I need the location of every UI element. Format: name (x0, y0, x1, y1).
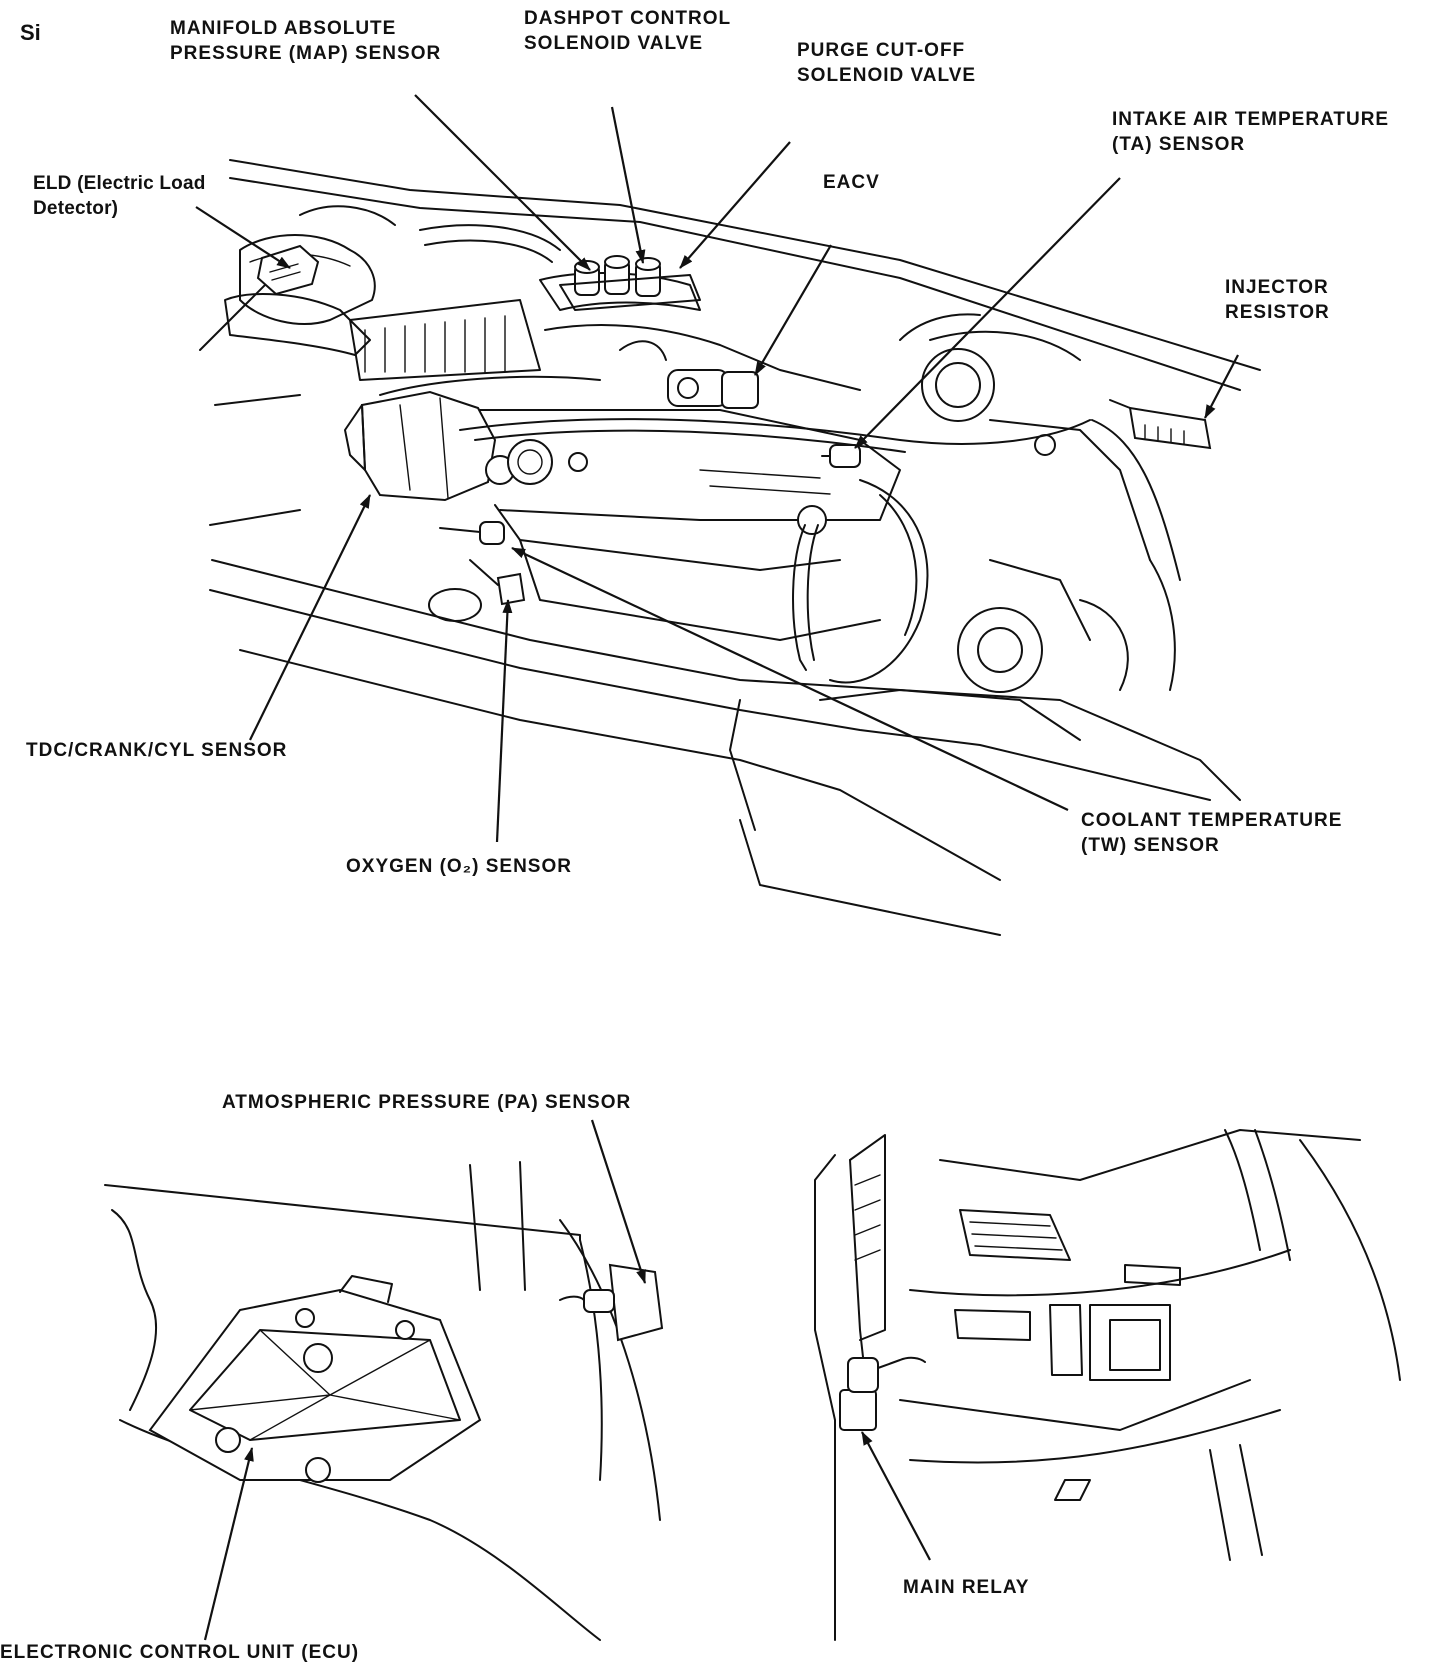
label-injector-resistor-line2: RESISTOR (1225, 302, 1330, 323)
label-dashpot-valve-line2: SOLENOID VALVE (524, 33, 704, 54)
tw-sensor-component (439, 521, 505, 545)
engine-bay-illustration (199, 159, 1261, 936)
main-relay-area-illustration (814, 1129, 1401, 1641)
eacv-component (619, 340, 759, 409)
label-tdc-sensor: TDC/CRANK/CYL SENSOR (26, 740, 288, 761)
label-map-sensor-line2: PRESSURE (MAP) SENSOR (170, 43, 442, 64)
leader-lines (195, 94, 1239, 1641)
label-intake-air-temp: INTAKE AIR TEMPERATURE (TA) SENSOR (1112, 107, 1389, 157)
label-oxygen-sensor: OXYGEN (O₂) SENSOR (346, 856, 572, 877)
label-main-relay: MAIN RELAY (903, 1577, 1030, 1598)
label-purge-valve-line1: PURGE CUT-OFF (797, 40, 966, 61)
label-map-sensor-line1: MANIFOLD ABSOLUTE (170, 18, 397, 39)
label-eacv: EACV (823, 172, 880, 193)
label-map-sensor: MANIFOLD ABSOLUTE PRESSURE (MAP) SENSOR (170, 16, 441, 66)
label-eld: ELD (Electric Load Detector) (33, 171, 206, 221)
pa-sensor-component (559, 1263, 664, 1342)
label-dashpot-valve-line1: DASHPOT CONTROL (524, 8, 732, 29)
label-injector-resistor-line1: INJECTOR (1225, 277, 1329, 298)
label-injector-resistor: INJECTOR RESISTOR (1225, 275, 1330, 325)
label-purge-valve-line2: SOLENOID VALVE (797, 65, 977, 86)
o2-sensor-component (428, 559, 526, 622)
label-ecu: ELECTRONIC CONTROL UNIT (ECU) (0, 1642, 360, 1663)
label-pa-sensor: ATMOSPHERIC PRESSURE (PA) SENSOR (222, 1092, 632, 1113)
model-label-si: Si (20, 20, 41, 45)
label-intake-air-temp-line1: INTAKE AIR TEMPERATURE (1112, 109, 1390, 130)
distributor (344, 390, 515, 502)
label-coolant-temp-line1: COOLANT TEMPERATURE (1081, 810, 1343, 831)
label-purge-valve: PURGE CUT-OFF SOLENOID VALVE (797, 38, 976, 88)
ecu-component (148, 1275, 482, 1483)
main-relay-component (839, 1356, 926, 1431)
label-coolant-temp: COOLANT TEMPERATURE (TW) SENSOR (1081, 808, 1342, 858)
ecu-area-illustration (104, 1161, 664, 1641)
label-intake-air-temp-line2: (TA) SENSOR (1112, 134, 1246, 155)
ta-sensor-component (821, 444, 861, 468)
label-dashpot-valve: DASHPOT CONTROL SOLENOID VALVE (524, 6, 731, 56)
label-coolant-temp-line2: (TW) SENSOR (1081, 835, 1220, 856)
label-eld-line2: Detector) (33, 198, 119, 219)
label-eld-line1: ELD (Electric Load (33, 173, 206, 194)
injector-resistor-component (1109, 399, 1212, 450)
